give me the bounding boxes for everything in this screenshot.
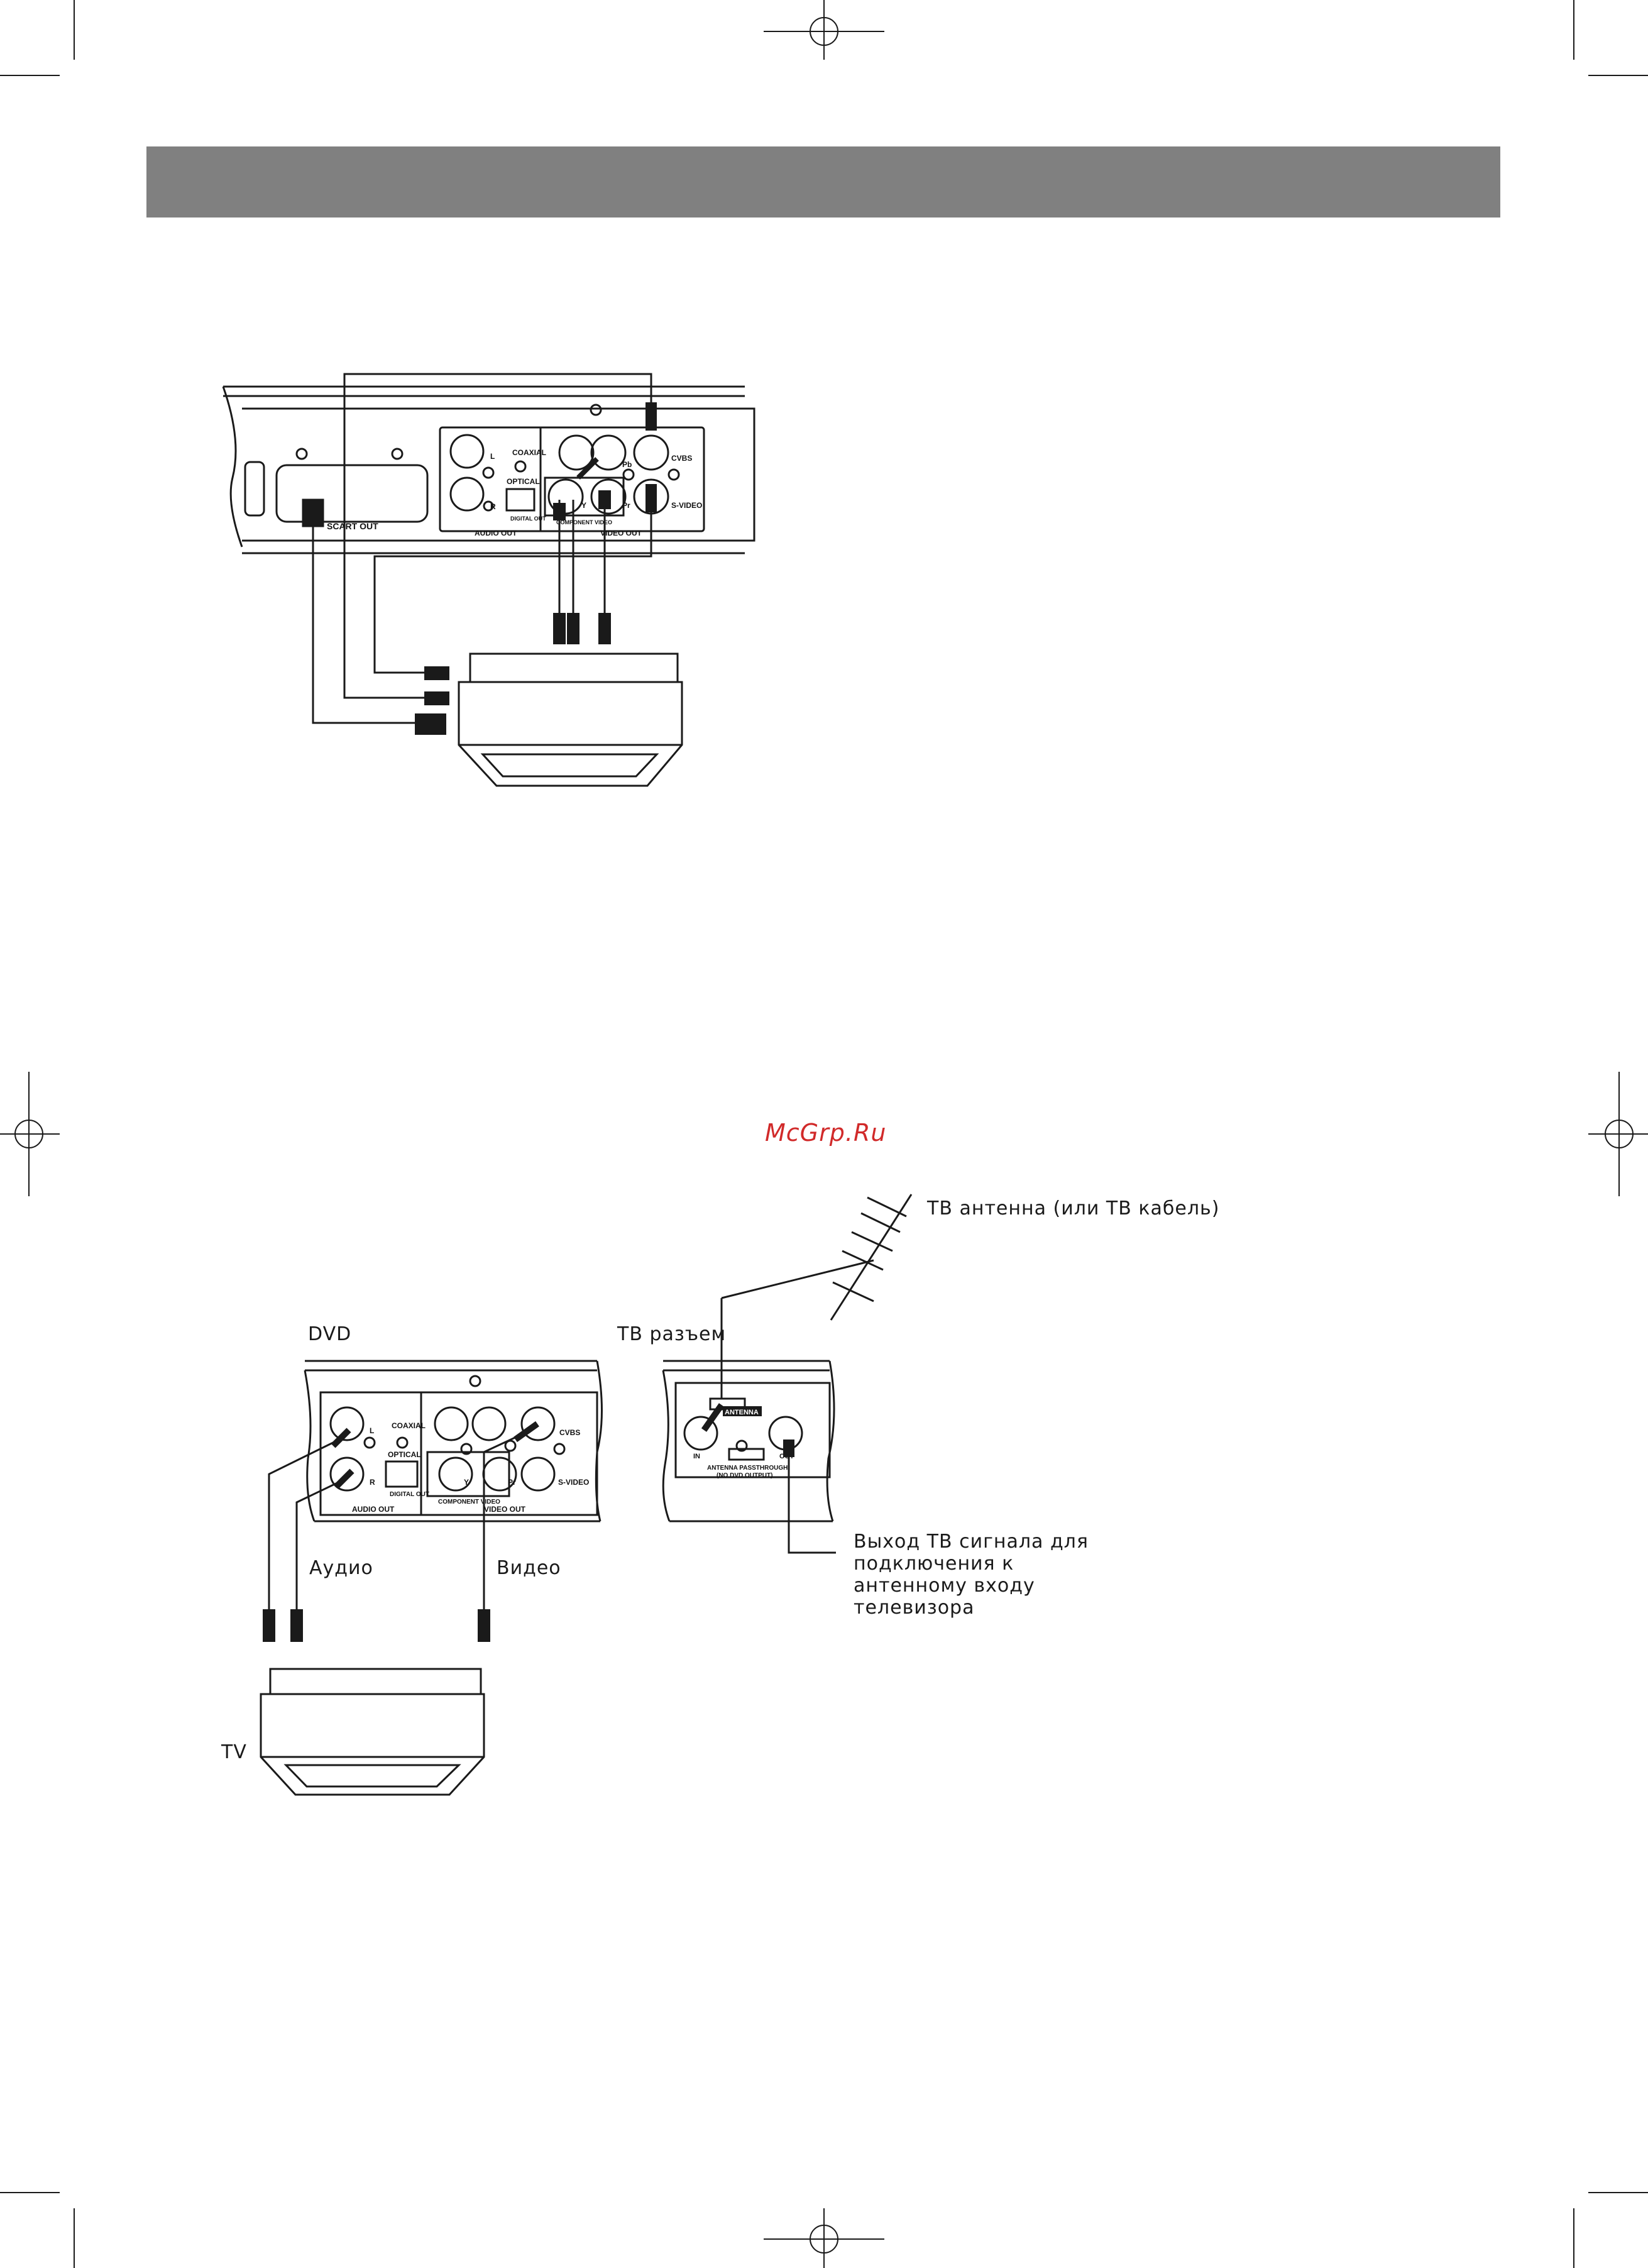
diagram1-cables	[302, 373, 657, 735]
r-label: R	[490, 502, 496, 511]
y-label: Y	[581, 501, 586, 510]
in-port-label: IN	[693, 1453, 700, 1460]
cvbs-label: CVBS	[671, 454, 692, 463]
video-out-label: VIDEO OUT	[600, 529, 642, 537]
d2-audio-out-label: AUDIO OUT	[352, 1505, 395, 1514]
tv-socket-label: ТВ разъем	[617, 1323, 727, 1345]
dvd-label: DVD	[308, 1323, 352, 1345]
d2-r-label: R	[370, 1478, 375, 1487]
diagram1-tv	[458, 652, 683, 787]
audio-label: Аудио	[309, 1557, 373, 1579]
diagram1-dvd-panel	[222, 385, 755, 554]
scart-connector-outline	[275, 464, 429, 523]
header-bar	[146, 146, 1500, 217]
d2-coaxial-label: COAXIAL	[392, 1421, 426, 1430]
antenna-label: ТВ антенна (или ТВ кабель)	[927, 1197, 1220, 1219]
tv-label: TV	[221, 1741, 247, 1763]
optical-label: OPTICAL	[507, 477, 540, 486]
diagram2-socket-labels: ANTENNA IN OUT ANTENNA PASSTHROUGH (NO D…	[693, 1406, 794, 1479]
pr-label: Pr	[622, 501, 630, 510]
l-label: L	[490, 452, 495, 461]
watermark: McGrp.Ru	[765, 1119, 887, 1147]
d2-digital-out-label: DIGITAL OUT	[390, 1491, 429, 1498]
no-dvd-output-label: (NO DVD OUTPUT)	[717, 1472, 772, 1479]
antenna-icon	[720, 1194, 913, 1399]
coaxial-label: COAXIAL	[512, 448, 546, 457]
diagram2-tv	[260, 1668, 485, 1796]
s-video-label: S-VIDEO	[671, 501, 702, 510]
diagram2-cables	[263, 1403, 836, 1642]
d2-pr-label: Pr	[508, 1478, 516, 1487]
diagram2-dvd-panel	[304, 1360, 603, 1522]
antenna-port-label: ANTENNA	[725, 1409, 759, 1416]
diagram2-panel-labels: COAXIAL OPTICAL DIGITAL OUT AUDIO OUT VI…	[352, 1421, 589, 1514]
d2-component-video-label: COMPONENT VIDEO	[438, 1499, 500, 1506]
d2-cvbs-label: CVBS	[559, 1428, 580, 1437]
d2-video-out-label: VIDEO OUT	[484, 1505, 526, 1514]
d2-optical-label: OPTICAL	[388, 1450, 421, 1459]
video-label: Видео	[497, 1557, 561, 1579]
digital-out-label: DIGITAL OUT	[510, 515, 546, 522]
tv-output-note: Выход ТВ сигнала для подключения к антен…	[854, 1531, 1089, 1619]
diagram1-panel-labels: SCART OUT COAXIAL OPTICAL DIGITAL OUT AU…	[327, 448, 702, 537]
scart-out-label: SCART OUT	[327, 521, 378, 531]
passthrough-label: ANTENNA PASSTHROUGH	[707, 1465, 788, 1472]
d2-s-video-label: S-VIDEO	[558, 1478, 589, 1487]
diagram2-tv-socket-panel	[662, 1360, 835, 1522]
audio-out-label: AUDIO OUT	[475, 529, 517, 537]
pb-label: Pb	[622, 460, 632, 469]
d2-l-label: L	[370, 1426, 374, 1435]
d2-y-label: Y	[464, 1478, 469, 1487]
component-video-label: COMPONENT VIDEO	[556, 519, 612, 526]
